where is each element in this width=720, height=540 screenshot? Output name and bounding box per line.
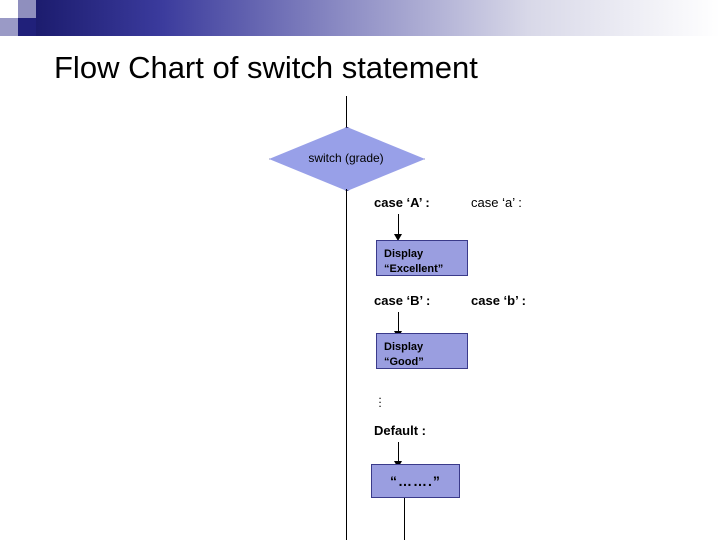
label-default: Default : <box>374 423 426 438</box>
arrow-line-to-good <box>398 312 399 332</box>
decor-square-light <box>18 0 36 18</box>
process-line-2: “Excellent” <box>384 262 444 275</box>
process-line-1: Display <box>384 341 424 353</box>
process-node-display-good: Display “Good” <box>376 333 468 369</box>
decision-node-switch-grade: switch (grade) <box>269 127 425 191</box>
process-node-display-dots: “…….” <box>371 464 460 498</box>
process-line-2: “Good” <box>384 355 424 368</box>
connector-bottom <box>346 466 347 540</box>
decor-square-dark <box>18 18 36 36</box>
arrow-line-to-dots-box <box>398 442 399 462</box>
page-title: Flow Chart of switch statement <box>54 50 478 85</box>
vertical-ellipsis: . . . <box>373 388 387 410</box>
label-case-B: case ‘B’ : <box>374 293 431 308</box>
connector-dots-box-exit <box>404 498 405 540</box>
decor-square-white <box>0 0 18 18</box>
label-case-b-lower: case ‘b’ : <box>471 293 526 308</box>
label-case-a-lower: case ‘a’ : <box>471 195 522 210</box>
connector-top <box>346 96 347 128</box>
connector-decision-to-caseA <box>346 189 347 236</box>
connector-default-spine <box>346 390 347 466</box>
ellipsis-dot-2: . <box>378 392 382 406</box>
ellipsis-dot-3: . <box>378 396 382 410</box>
process-node-display-excellent: Display “Excellent” <box>376 240 468 276</box>
header-decoration-band <box>0 0 720 36</box>
connector-good-to-dots <box>346 294 347 390</box>
decor-square-mid <box>0 18 18 36</box>
ellipsis-dot-1: . <box>378 388 382 402</box>
process-line-1: Display <box>384 248 424 260</box>
label-case-A: case ‘A’ : <box>374 195 430 210</box>
arrow-head-to-excellent <box>394 234 402 241</box>
arrow-line-to-excellent <box>398 214 399 235</box>
connector-excellent-to-caseB <box>346 236 347 294</box>
decision-node-label: switch (grade) <box>308 151 384 165</box>
gradient-bar <box>36 0 720 36</box>
